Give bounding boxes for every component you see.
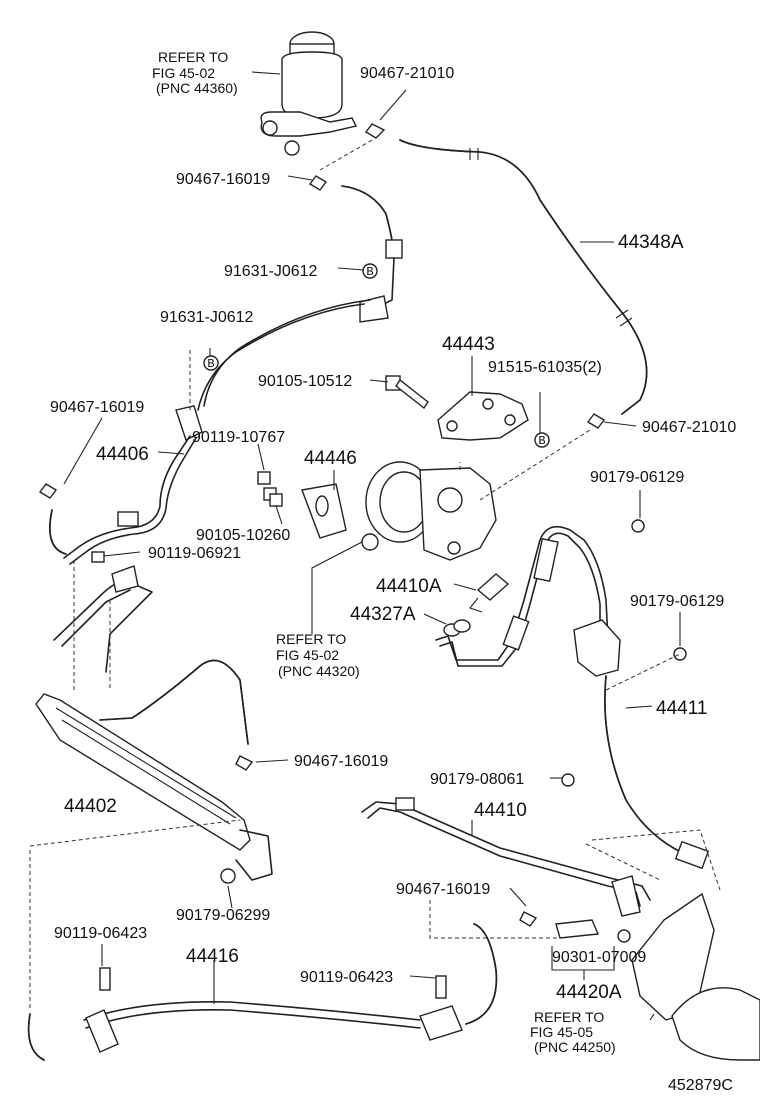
part-label: 90467-16019 (50, 399, 144, 416)
svg-text:FIG 45-02: FIG 45-02 (276, 647, 339, 663)
part-label: 90119-06921 (148, 545, 241, 562)
union-44410a (469, 573, 510, 613)
part-label: 90179-06129 (590, 469, 684, 486)
line-44410 (361, 797, 651, 917)
hose-44411 (604, 675, 710, 870)
hose-44416 (27, 911, 538, 1061)
dashed-leaders (29, 139, 721, 1010)
part-label: 91631-J0612 (160, 309, 254, 326)
part-label: 90179-06129 (630, 593, 724, 610)
bolt-90105-10512 (385, 375, 429, 410)
svg-text:B: B (366, 265, 373, 279)
part-label: 90119-10767 (192, 429, 285, 446)
part-label: 90179-08061 (430, 771, 524, 788)
svg-text:(PNC 44250): (PNC 44250) (534, 1039, 616, 1055)
part-label: 90119-06423 (300, 969, 393, 986)
part-label: 44402 (64, 796, 117, 817)
upper-hose (63, 175, 403, 565)
part-label: 44443 (442, 334, 495, 355)
svg-text:REFER TO: REFER TO (276, 631, 346, 647)
hose-44348a (364, 123, 648, 429)
part-label: 90119-06423 (54, 925, 147, 942)
leader-lines (63, 71, 681, 1021)
part-label: 44327A (350, 604, 416, 625)
part-label: 44410 (474, 800, 527, 821)
part-label: 44406 (96, 444, 149, 465)
part-label: 90467-21010 (642, 419, 736, 436)
svg-text:REFER TO: REFER TO (534, 1009, 604, 1025)
marker-b-2: B (203, 355, 219, 371)
part-label: 90467-21010 (360, 65, 454, 82)
gear-housing (555, 892, 760, 1061)
part-label: 90179-06299 (176, 907, 270, 924)
oring-44327a (443, 619, 471, 637)
pressure-line (435, 525, 621, 677)
left-short-hose (38, 483, 67, 555)
svg-text:REFER TO: REFER TO (158, 49, 228, 65)
marker-b-3: B (534, 432, 550, 448)
part-label: 44410A (376, 576, 442, 597)
svg-text:B: B (207, 357, 214, 371)
pump-assembly (361, 461, 497, 561)
part-label: 44416 (186, 946, 239, 967)
refer-callout-1: REFER TO FIG 45-02 (PNC 44360) (152, 49, 238, 96)
bolts-small (91, 471, 283, 563)
svg-text:B: B (538, 434, 545, 448)
refer-callout-2: REFER TO FIG 45-02 (PNC 44320) (276, 631, 360, 679)
part-label: 44446 (304, 448, 357, 469)
part-label: 44420A (556, 982, 622, 1003)
marker-b-1: B (362, 263, 378, 279)
part-label: 90467-16019 (294, 753, 388, 770)
svg-text:(PNC 44320): (PNC 44320) (278, 663, 360, 679)
part-label: 91631-J0612 (224, 263, 318, 280)
part-label: 90467-16019 (396, 881, 490, 898)
figure-code: 452879C (668, 1077, 733, 1094)
part-label: 90105-10512 (258, 373, 352, 390)
nuts (220, 519, 687, 884)
bracket-44443 (437, 391, 529, 441)
reservoir-tank (260, 31, 358, 156)
part-label: 90301-07009 (552, 949, 646, 966)
bracket-44446 (301, 483, 347, 539)
cooler-44402 (35, 565, 273, 881)
part-label: 44348A (618, 232, 684, 253)
part-label: 91515-61035(2) (488, 359, 602, 376)
part-label: 90467-16019 (176, 171, 270, 188)
part-label: 44411 (656, 698, 707, 719)
svg-text:(PNC 44360): (PNC 44360) (156, 80, 238, 96)
svg-text:FIG 45-05: FIG 45-05 (530, 1024, 593, 1040)
part-label: 90105-10260 (196, 527, 290, 544)
svg-text:FIG 45-02: FIG 45-02 (152, 65, 215, 81)
refer-callout-3: REFER TO FIG 45-05 (PNC 44250) (530, 1009, 616, 1055)
